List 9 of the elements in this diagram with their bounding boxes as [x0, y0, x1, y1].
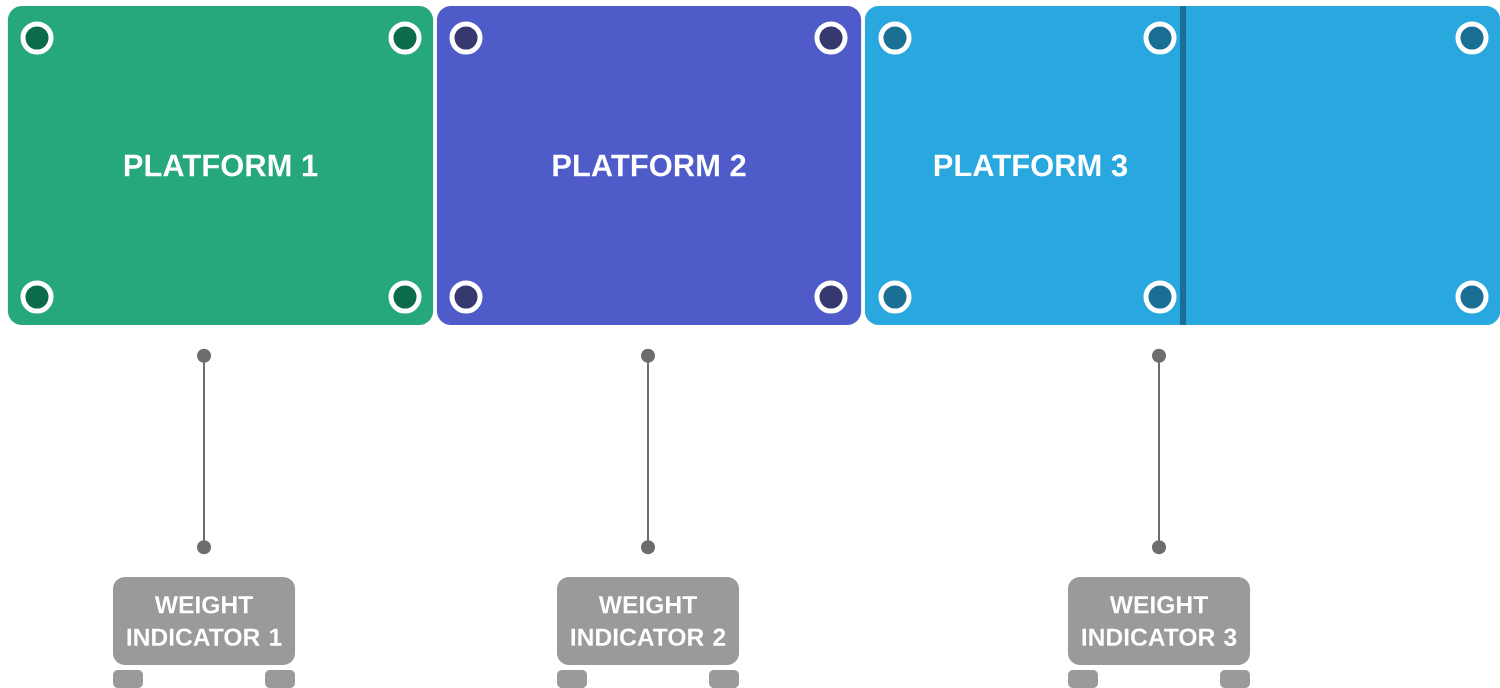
- weight-indicator: WEIGHT INDICATOR 2: [556, 576, 740, 688]
- weight-indicator: WEIGHT INDICATOR 1: [112, 576, 296, 688]
- platform: PLATFORM 1: [7, 5, 434, 326]
- connector-line: [641, 348, 655, 555]
- platform: PLATFORM 2: [436, 5, 862, 326]
- platform: PLATFORM 3: [864, 5, 1500, 326]
- weight-indicator: WEIGHT INDICATOR 3: [1067, 576, 1251, 688]
- connector-line: [197, 348, 211, 555]
- connector-line: [1152, 348, 1166, 555]
